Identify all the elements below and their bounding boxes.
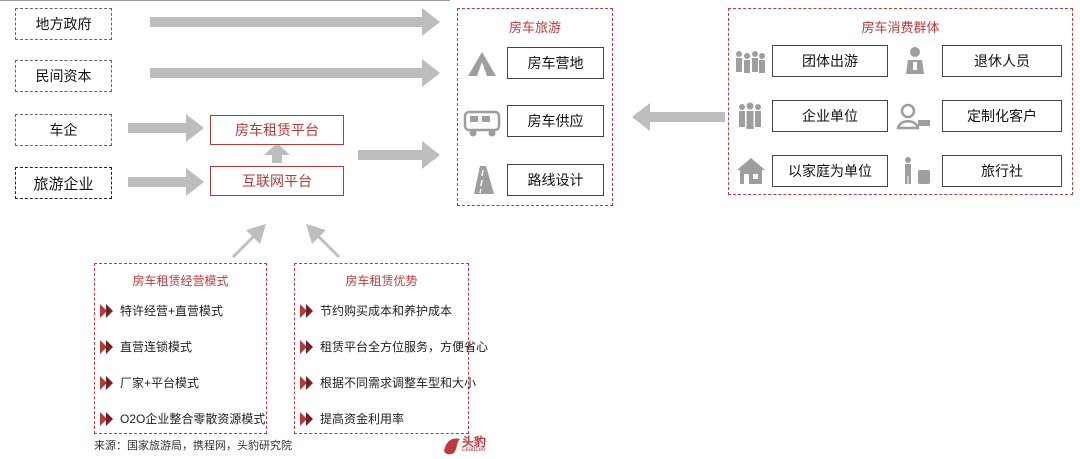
rental-platform: 房车租赁平台 <box>210 115 344 145</box>
top-rule <box>0 0 450 1</box>
chevron-right-icon <box>100 375 113 390</box>
model-label: 直营连锁模式 <box>120 340 193 354</box>
retiree-icon <box>906 47 924 74</box>
model-label: 厂家+平台模式 <box>120 376 200 390</box>
arrow-diag-left <box>232 224 266 258</box>
chevron-right-icon <box>100 303 113 318</box>
model-item: 直营连锁模式 <box>100 338 192 355</box>
tent-icon <box>468 52 496 76</box>
advantage-label: 节约购买成本和养护成本 <box>320 304 453 318</box>
arrow-up <box>264 143 290 163</box>
custom-client-icon <box>896 103 930 130</box>
chevron-right-icon <box>100 339 113 354</box>
source-tourism-company: 旅游企业 <box>15 167 112 199</box>
source-note: 来源：国家旅游局，携程网，头豹研究院 <box>94 440 292 452</box>
arrow-consumers <box>632 103 725 131</box>
chevron-right-icon <box>300 411 313 426</box>
consumer-family: 以家庭为单位 <box>772 155 888 187</box>
arrow-diag-right <box>306 224 340 258</box>
advantage-item: 节约购买成本和养护成本 <box>300 302 452 319</box>
internet-platform: 互联网平台 <box>210 166 344 196</box>
source-car-company: 车企 <box>15 114 112 146</box>
leopard-icon <box>444 438 460 455</box>
model-item: 厂家+平台模式 <box>100 374 199 391</box>
traveler-icon <box>905 157 930 184</box>
model-label: 特许经营+直营模式 <box>120 304 224 318</box>
rv-icon <box>463 110 501 137</box>
model-label: O2O企业整合零散资源模式 <box>120 412 266 426</box>
consumer-travel-agency: 旅行社 <box>942 155 1062 187</box>
brand-logo: 头豹 LeadLeo <box>442 433 502 457</box>
advantage-item: 租赁平台全方位服务，方便省心 <box>300 338 488 355</box>
consumers-title: 房车消费群体 <box>861 20 940 35</box>
tourism-supply: 房车供应 <box>507 105 604 137</box>
arrow-capital <box>150 59 440 87</box>
arrow-gov <box>150 8 440 36</box>
advantage-label: 租赁平台全方位服务，方便省心 <box>320 340 489 354</box>
chevron-right-icon <box>300 339 313 354</box>
consumer-retirees: 退休人员 <box>942 45 1062 77</box>
consumers-section: 房车消费群体 <box>728 8 1073 195</box>
advantages-title: 房车租赁优势 <box>345 274 418 288</box>
tourism-route: 路线设计 <box>507 164 604 196</box>
logo-subtext: LeadLeo <box>462 447 486 453</box>
arrow-carco <box>128 114 204 142</box>
tourism-section: 房车旅游 <box>457 8 613 206</box>
advantage-label: 提高资金利用率 <box>320 412 405 426</box>
source-private-capital: 民间资本 <box>15 60 112 92</box>
chevron-right-icon <box>300 303 313 318</box>
enterprise-icon <box>739 102 761 129</box>
consumer-custom: 定制化客户 <box>942 100 1062 132</box>
models-title: 房车租赁经营模式 <box>132 274 229 288</box>
group-icon <box>736 51 765 73</box>
model-item: 特许经营+直营模式 <box>100 302 223 319</box>
model-item: O2O企业整合零散资源模式 <box>100 410 265 427</box>
arrow-platform <box>358 141 440 169</box>
advantages-section: 房车租赁优势 <box>294 263 469 434</box>
source-local-gov: 地方政府 <box>15 8 112 40</box>
chevron-right-icon <box>300 375 313 390</box>
chevron-right-icon <box>100 411 113 426</box>
house-icon <box>737 158 765 184</box>
tourism-title: 房车旅游 <box>508 20 561 35</box>
arrow-tourco <box>128 168 204 196</box>
logo-text: 头豹 <box>462 435 487 449</box>
models-section: 房车租赁经营模式 <box>94 263 267 434</box>
advantage-item: 提高资金利用率 <box>300 410 404 427</box>
consumer-enterprise: 企业单位 <box>772 100 888 132</box>
tourism-camp: 房车营地 <box>507 47 604 79</box>
road-icon <box>474 166 494 194</box>
advantage-label: 根据不同需求调整车型和大小 <box>320 376 477 390</box>
consumer-group-tour: 团体出游 <box>772 45 888 77</box>
advantage-item: 根据不同需求调整车型和大小 <box>300 374 476 391</box>
